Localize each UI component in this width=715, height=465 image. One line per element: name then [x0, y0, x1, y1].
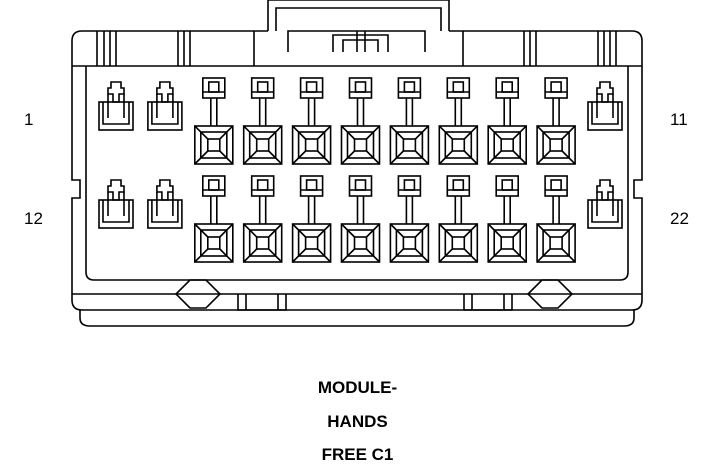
- pin-cavity-17: [340, 175, 381, 263]
- pin-cavity-3: [194, 77, 234, 165]
- caption-line-3: FREE C1: [321, 445, 394, 464]
- pin-cavity-15: [242, 175, 283, 263]
- pin-cavity-14: [194, 175, 234, 263]
- connector-housing: [71, 0, 643, 327]
- pin-cavity-4: [242, 77, 283, 165]
- pin-cavity-10: [536, 77, 576, 165]
- pin-cavity-6: [340, 77, 381, 165]
- pin-cavity-11: [587, 81, 623, 131]
- pin-label-12: 12: [24, 209, 43, 228]
- pin-cavity-1: [98, 81, 134, 131]
- pin-label-1: 1: [24, 110, 34, 129]
- pin-label-11: 11: [670, 110, 688, 129]
- pin-cavity-12: [98, 179, 134, 229]
- pin-cavity-18: [389, 175, 430, 263]
- pin-cavity-8: [438, 77, 479, 165]
- caption-line-2: HANDS: [327, 412, 388, 431]
- pin-cavity-13: [147, 179, 183, 229]
- pin-cavity-19: [438, 175, 479, 263]
- caption-line-1: MODULE-: [317, 378, 398, 397]
- pin-cavity-21: [536, 175, 576, 263]
- pin-cavity-9: [487, 77, 528, 165]
- pin-cavity-5: [291, 77, 332, 165]
- pin-cavity-22: [587, 179, 623, 229]
- pin-cavity-16: [291, 175, 332, 263]
- pin-label-22: 22: [670, 209, 689, 228]
- pin-cavity-20: [487, 175, 528, 263]
- pin-cavity-7: [389, 77, 430, 165]
- pin-cavity-2: [147, 81, 183, 131]
- pin-cavities: [98, 77, 623, 263]
